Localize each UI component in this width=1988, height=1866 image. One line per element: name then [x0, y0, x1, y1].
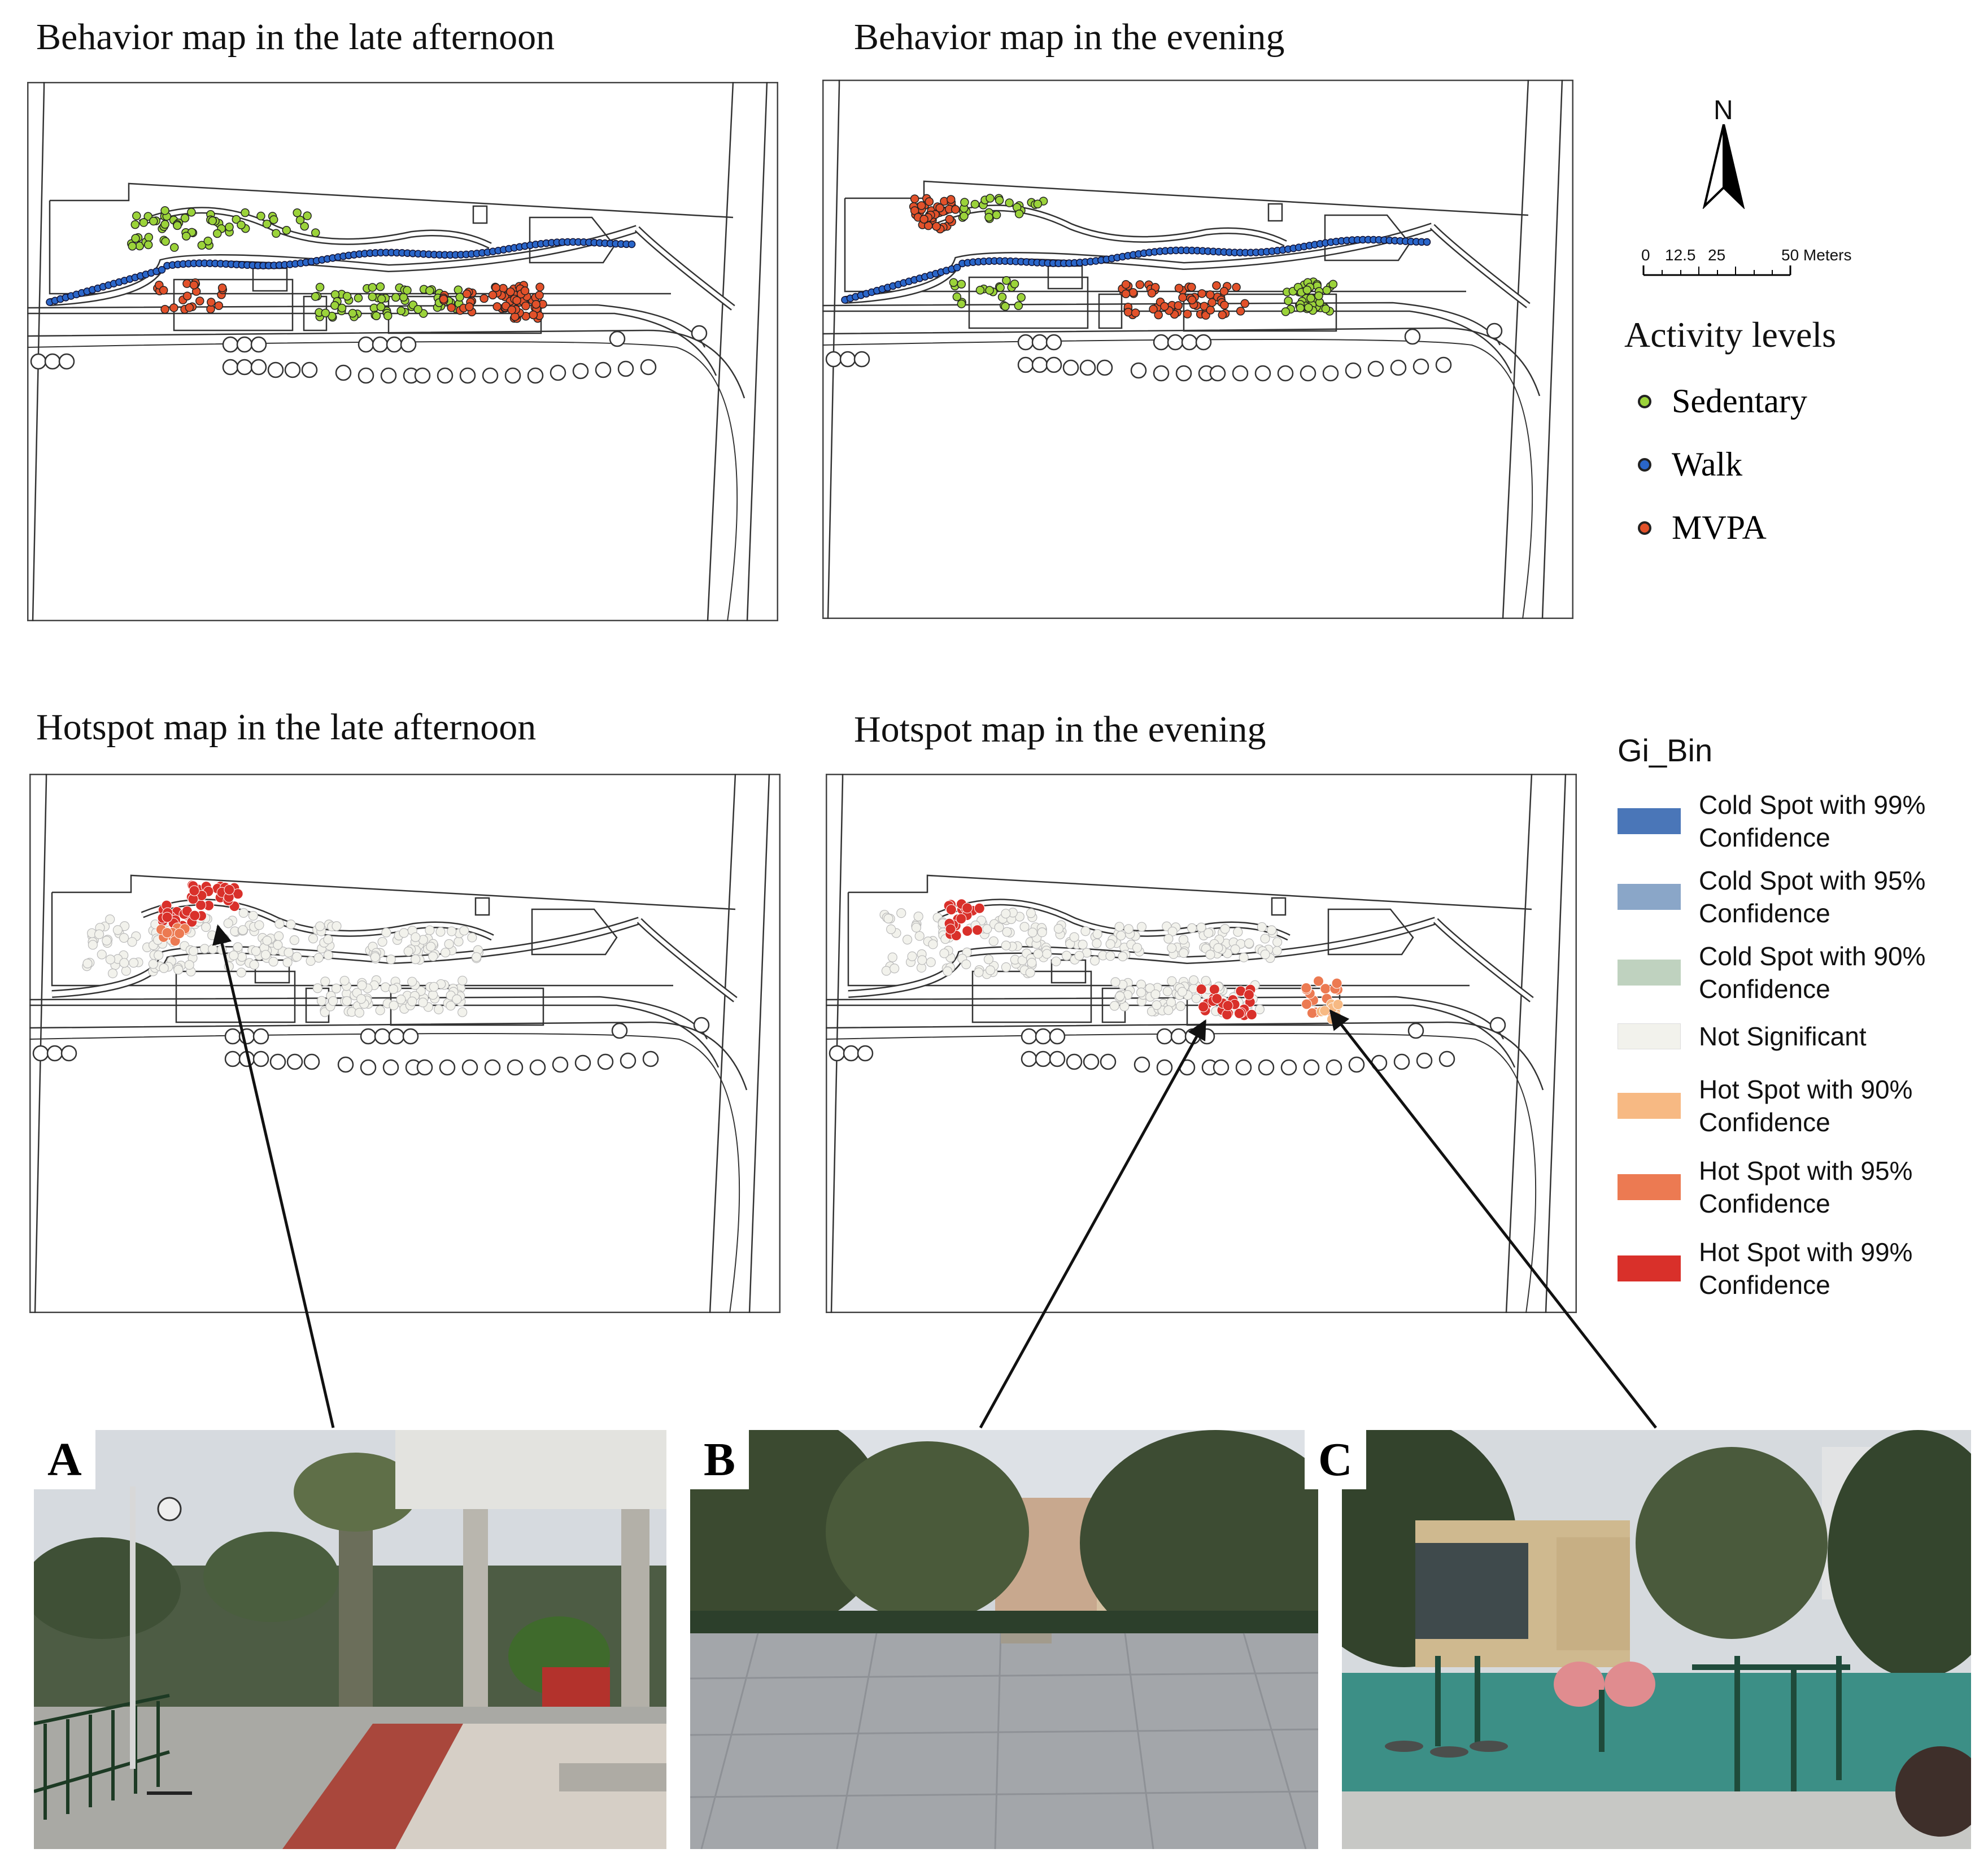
behavior-map-evening	[822, 80, 1573, 619]
north-arrow-icon	[1702, 124, 1745, 209]
behavior-evening-title: Behavior map in the evening	[854, 16, 1285, 58]
activity-legend-title: Activity levels	[1624, 315, 1837, 355]
legend-item-walk: Walk	[1638, 445, 1742, 484]
cold-90-swatch	[1618, 960, 1681, 986]
gi-item-hot-99: Hot Spot with 99%Confidence	[1618, 1236, 1912, 1301]
north-label: N	[1714, 95, 1733, 125]
photo-b-label: B	[690, 1430, 749, 1489]
gi-item-cold-90: Cold Spot with 90%Confidence	[1618, 940, 1925, 1005]
gi-item-cold-99: Cold Spot with 99%Confidence	[1618, 788, 1925, 854]
legend-item-mvpa: MVPA	[1638, 508, 1767, 547]
hotspot-map-afternoon	[29, 774, 781, 1313]
mvpa-dot-icon	[1638, 521, 1651, 535]
gi-item-hot-95: Hot Spot with 95%Confidence	[1618, 1154, 1912, 1220]
hotspot-evening-title: Hotspot map in the evening	[854, 709, 1266, 750]
behavior-map-afternoon	[27, 82, 778, 621]
walk-dot-icon	[1638, 457, 1651, 472]
scale-tick-0: 0	[1641, 246, 1650, 264]
hot-90-swatch	[1618, 1093, 1681, 1119]
photo-b	[690, 1430, 1318, 1849]
scale-tick-12-5: 12.5	[1665, 246, 1696, 264]
hotspot-map-evening	[826, 774, 1577, 1313]
behavior-afternoon-title: Behavior map in the late afternoon	[36, 16, 555, 58]
photo-c-label: C	[1305, 1430, 1366, 1489]
legend-item-sedentary: Sedentary	[1638, 382, 1807, 421]
photo-a-label: A	[34, 1430, 95, 1489]
sedentary-dot-icon	[1638, 394, 1651, 408]
cold-95-swatch	[1618, 884, 1681, 910]
scale-tick-50-meters: 50 Meters	[1781, 246, 1852, 264]
gi-item-not-significant: Not Significant	[1618, 1020, 1867, 1053]
gi-item-cold-95: Cold Spot with 95%Confidence	[1618, 864, 1925, 930]
cold-99-swatch	[1618, 808, 1681, 834]
hot-95-swatch	[1618, 1174, 1681, 1200]
scale-tick-25: 25	[1708, 246, 1726, 264]
photo-c	[1342, 1430, 1971, 1849]
scale-bar	[1642, 265, 1791, 276]
photo-a	[34, 1430, 666, 1849]
hotspot-afternoon-title: Hotspot map in the late afternoon	[36, 707, 537, 748]
hot-99-swatch	[1618, 1255, 1681, 1281]
gi-legend-title: Gi_Bin	[1618, 733, 1713, 768]
not-significant-swatch	[1618, 1023, 1681, 1049]
gi-item-hot-90: Hot Spot with 90%Confidence	[1618, 1073, 1912, 1139]
